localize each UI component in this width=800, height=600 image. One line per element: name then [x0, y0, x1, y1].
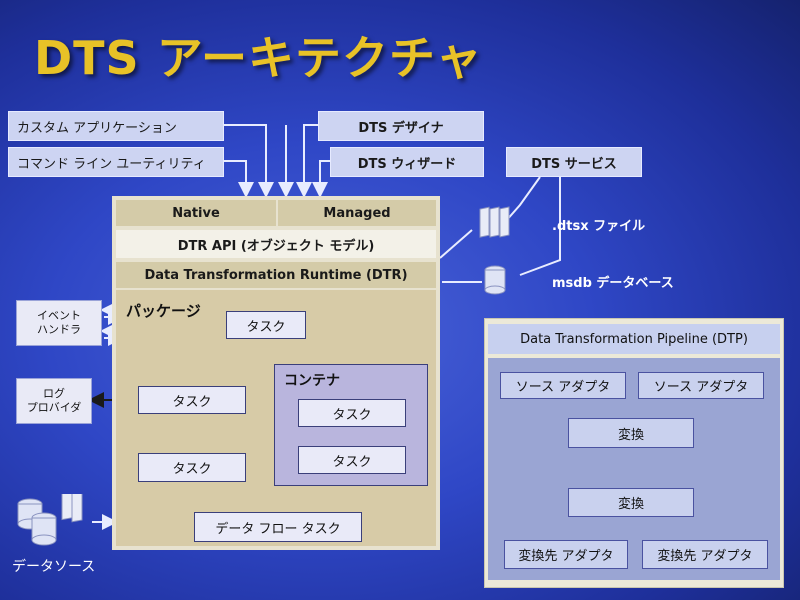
dtsx-file-icon [479, 206, 510, 238]
data-source-label: データソース [12, 559, 96, 575]
container-task-bottom: タスク [298, 446, 406, 474]
data-source-icon [17, 494, 83, 546]
managed-layer: Managed [278, 200, 436, 226]
task-box-top: タスク [226, 311, 306, 339]
container-task-top: タスク [298, 399, 406, 427]
package-label: パッケージ [126, 302, 201, 320]
slide-title: DTS アーキテクチャ [34, 31, 483, 85]
event-handler-line1: イベント [37, 309, 81, 322]
log-provider-line1: ログ [43, 387, 65, 400]
dts-wizard-box: DTS ウィザード [330, 147, 484, 177]
source-adapter-box-1: ソース アダプタ [500, 372, 626, 399]
dts-service-box: DTS サービス [506, 147, 642, 177]
dtsx-file-label: .dtsx ファイル [552, 219, 646, 234]
dest-adapter-box-1: 変換先 アダプタ [504, 540, 628, 569]
dtr-layer: Data Transformation Runtime (DTR) [116, 262, 436, 288]
event-handler-line2: ハンドラ [37, 323, 81, 336]
dataflow-task-box: データ フロー タスク [194, 512, 362, 542]
task-box-bottom: タスク [138, 453, 246, 482]
transform-box-1: 変換 [568, 418, 694, 448]
log-provider-line2: プロバイダ [26, 401, 82, 414]
transform-box-2: 変換 [568, 488, 694, 517]
source-adapter-box-2: ソース アダプタ [638, 372, 764, 399]
log-provider-box: ログ プロバイダ [16, 378, 92, 424]
container-label: コンテナ [284, 373, 340, 389]
custom-application-box: カスタム アプリケーション [8, 111, 224, 141]
native-layer: Native [116, 200, 276, 226]
dest-adapter-box-2: 変換先 アダプタ [642, 540, 768, 569]
dtr-api-layer: DTR API (オブジェクト モデル) [116, 230, 436, 258]
event-handler-box: イベント ハンドラ [16, 300, 102, 346]
task-box-middle: タスク [138, 386, 246, 414]
msdb-label: msdb データベース [552, 276, 674, 291]
command-line-utility-box: コマンド ライン ユーティリティ [8, 147, 224, 177]
msdb-database-icon [484, 265, 506, 295]
dtp-header: Data Transformation Pipeline (DTP) [488, 324, 780, 354]
dts-designer-box: DTS デザイナ [318, 111, 484, 141]
